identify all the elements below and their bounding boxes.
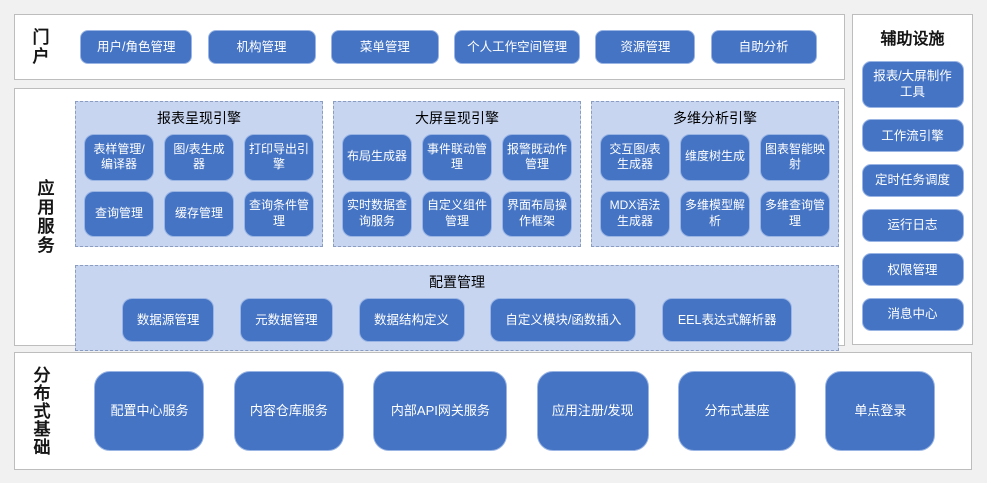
module-dimension-tree-generation: 维度树生成 — [680, 134, 750, 181]
engine-panel-title: 多维分析引擎 — [673, 110, 757, 126]
module-eel-expression-parser: EEL表达式解析器 — [662, 298, 793, 342]
module-chart-table-generator: 图/表生成器 — [164, 134, 234, 181]
module-permission-mgmt: 权限管理 — [861, 253, 964, 287]
distributed-label-text: 分布式基础 — [30, 366, 50, 456]
module-event-linkage-mgmt: 事件联动管理 — [422, 134, 492, 181]
module-alarm-action-mgmt: 报警既动作管理 — [502, 134, 572, 181]
module-scheduled-task-scheduling: 定时任务调度 — [861, 163, 964, 197]
module-multidim-model-parsing: 多维模型解析 — [680, 190, 750, 237]
module-mdx-syntax-generator: MDX语法生成器 — [600, 190, 670, 237]
module-chart-smart-mapping: 图表智能映射 — [760, 134, 830, 181]
config-mgmt-panel: 配置管理 数据源管理 元数据管理 数据结构定义 自定义模块/函数插入 EEL表达… — [75, 265, 839, 351]
module-app-registration-discovery: 应用注册/发现 — [536, 371, 649, 451]
module-self-service-analysis: 自助分析 — [710, 30, 817, 64]
module-personal-workspace-mgmt: 个人工作空间管理 — [454, 30, 581, 64]
engine-panel-report: 报表呈现引擎 表样管理/编译器 图/表生成器 打印导出引擎 查询管理 缓存管理 … — [75, 101, 323, 247]
module-ui-layout-operation-framework: 界面布局操作框架 — [502, 190, 572, 237]
portal-section-label: 门户 — [15, 15, 63, 79]
distributed-modules-row: 配置中心服务 内容仓库服务 内部API网关服务 应用注册/发现 分布式基座 单点… — [65, 353, 971, 469]
module-custom-module-function-insert: 自定义模块/函数插入 — [490, 298, 637, 342]
module-multidim-query-mgmt: 多维查询管理 — [760, 190, 830, 237]
module-report-dashboard-authoring-tool: 报表/大屏制作工具 — [861, 60, 964, 108]
module-realtime-data-query-service: 实时数据查询服务 — [342, 190, 412, 237]
engine-modules-grid: 交互图/表生成器 维度树生成 图表智能映射 MDX语法生成器 多维模型解析 多维… — [600, 134, 830, 237]
app-services-label-text: 应用服务 — [34, 179, 54, 255]
engine-panel-dashboard: 大屏呈现引擎 布局生成器 事件联动管理 报警既动作管理 实时数据查询服务 自定义… — [333, 101, 581, 247]
module-config-center-service: 配置中心服务 — [94, 371, 205, 451]
engine-modules-grid: 表样管理/编译器 图/表生成器 打印导出引擎 查询管理 缓存管理 查询条件管理 — [84, 134, 314, 237]
module-org-mgmt: 机构管理 — [207, 30, 316, 64]
module-content-repository-service: 内容仓库服务 — [233, 371, 344, 451]
module-run-logs: 运行日志 — [861, 208, 964, 242]
module-print-export-engine: 打印导出引擎 — [244, 134, 314, 181]
auxiliary-section: 辅助设施 报表/大屏制作工具 工作流引擎 定时任务调度 运行日志 权限管理 消息… — [852, 14, 973, 345]
module-single-sign-on: 单点登录 — [825, 371, 936, 451]
app-services-content: 报表呈现引擎 表样管理/编译器 图/表生成器 打印导出引擎 查询管理 缓存管理 … — [75, 101, 839, 351]
config-panel-title: 配置管理 — [429, 274, 485, 290]
module-query-condition-mgmt: 查询条件管理 — [244, 190, 314, 237]
portal-section: 门户 用户/角色管理 机构管理 菜单管理 个人工作空间管理 资源管理 自助分析 — [14, 14, 845, 80]
module-interactive-chart-generator: 交互图/表生成器 — [600, 134, 670, 181]
module-datasource-mgmt: 数据源管理 — [121, 298, 215, 342]
module-message-center: 消息中心 — [861, 297, 964, 331]
module-data-structure-definition: 数据结构定义 — [358, 298, 465, 342]
module-internal-api-gateway-service: 内部API网关服务 — [373, 371, 508, 451]
module-table-style-mgmt-compiler: 表样管理/编译器 — [84, 134, 154, 181]
config-modules-row: 数据源管理 元数据管理 数据结构定义 自定义模块/函数插入 EEL表达式解析器 — [84, 298, 830, 346]
engine-modules-grid: 布局生成器 事件联动管理 报警既动作管理 实时数据查询服务 自定义组件管理 界面… — [342, 134, 572, 237]
module-distributed-base: 分布式基座 — [677, 371, 796, 451]
module-resource-mgmt: 资源管理 — [595, 30, 696, 64]
distributed-section-label: 分布式基础 — [15, 353, 65, 469]
engine-panel-title: 报表呈现引擎 — [157, 110, 241, 126]
app-services-section-label: 应用服务 — [15, 89, 73, 345]
portal-label-text: 门户 — [29, 28, 49, 66]
engine-panels-row: 报表呈现引擎 表样管理/编译器 图/表生成器 打印导出引擎 查询管理 缓存管理 … — [75, 101, 839, 247]
auxiliary-title: 辅助设施 — [880, 31, 945, 48]
module-workflow-engine: 工作流引擎 — [861, 119, 964, 153]
engine-panel-title: 大屏呈现引擎 — [415, 110, 499, 126]
module-custom-component-mgmt: 自定义组件管理 — [422, 190, 492, 237]
module-menu-mgmt: 菜单管理 — [330, 30, 439, 64]
engine-panel-olap: 多维分析引擎 交互图/表生成器 维度树生成 图表智能映射 MDX语法生成器 多维… — [591, 101, 839, 247]
module-layout-generator: 布局生成器 — [342, 134, 412, 181]
distributed-section: 分布式基础 配置中心服务 内容仓库服务 内部API网关服务 应用注册/发现 分布… — [14, 352, 972, 470]
module-query-mgmt: 查询管理 — [84, 190, 154, 237]
app-services-section: 应用服务 报表呈现引擎 表样管理/编译器 图/表生成器 打印导出引擎 查询管理 … — [14, 88, 845, 351]
module-cache-mgmt: 缓存管理 — [164, 190, 234, 237]
module-user-role-mgmt: 用户/角色管理 — [80, 30, 193, 64]
module-metadata-mgmt: 元数据管理 — [240, 298, 333, 342]
portal-modules-row: 用户/角色管理 机构管理 菜单管理 个人工作空间管理 资源管理 自助分析 — [63, 15, 844, 79]
